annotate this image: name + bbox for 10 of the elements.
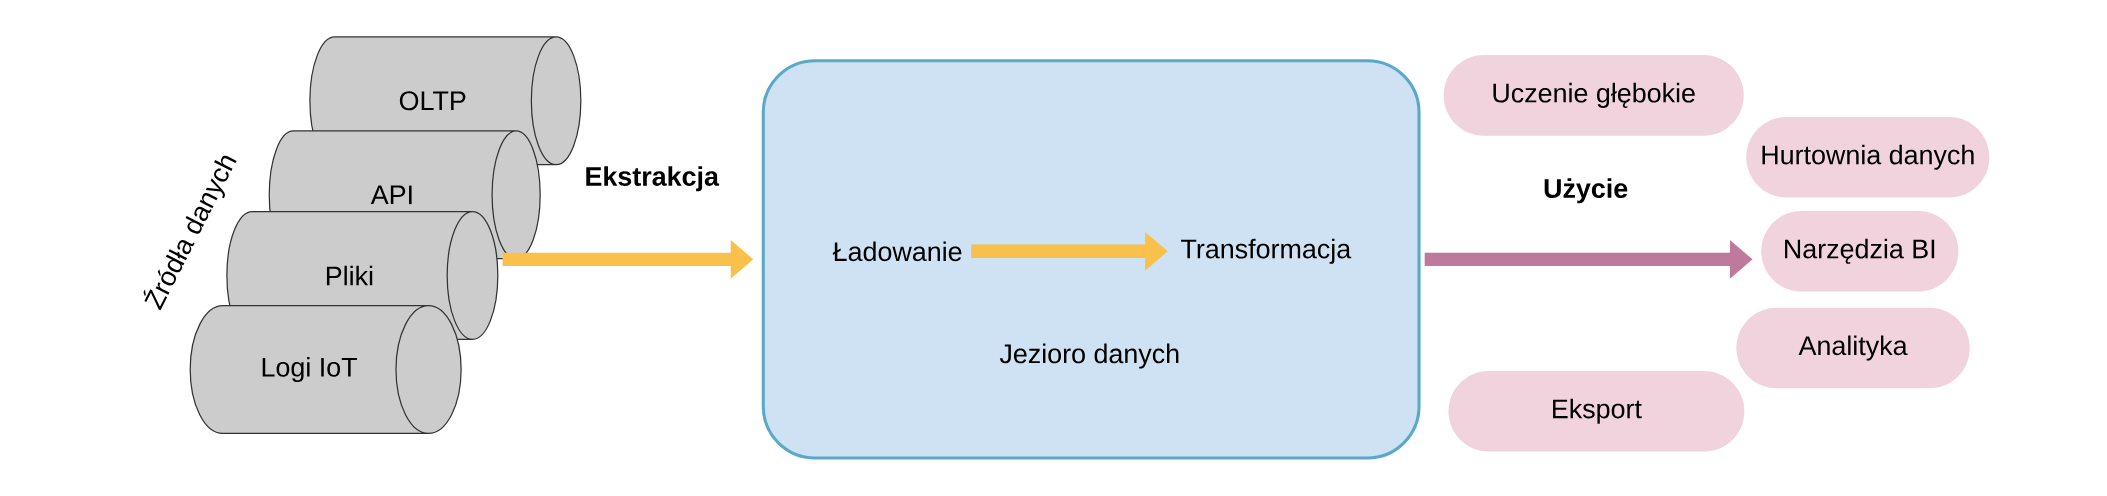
usage-pill: Eksport [1448,370,1745,452]
step-text: Transformacja [1181,238,1352,264]
edge-label: Ekstrakcja [586,166,720,192]
usage-pill: Uczenie głębokie [1443,55,1744,136]
usage-pill: Analityka [1736,307,1970,389]
usage-pill: Narzędzia BI [1761,211,1959,292]
database-cylinder: Logi IoT [189,305,462,435]
step-text: Ładowanie [832,241,962,262]
usage-pill: Hurtownia danych [1746,117,1990,198]
edge-label: Użycie [1544,178,1628,204]
